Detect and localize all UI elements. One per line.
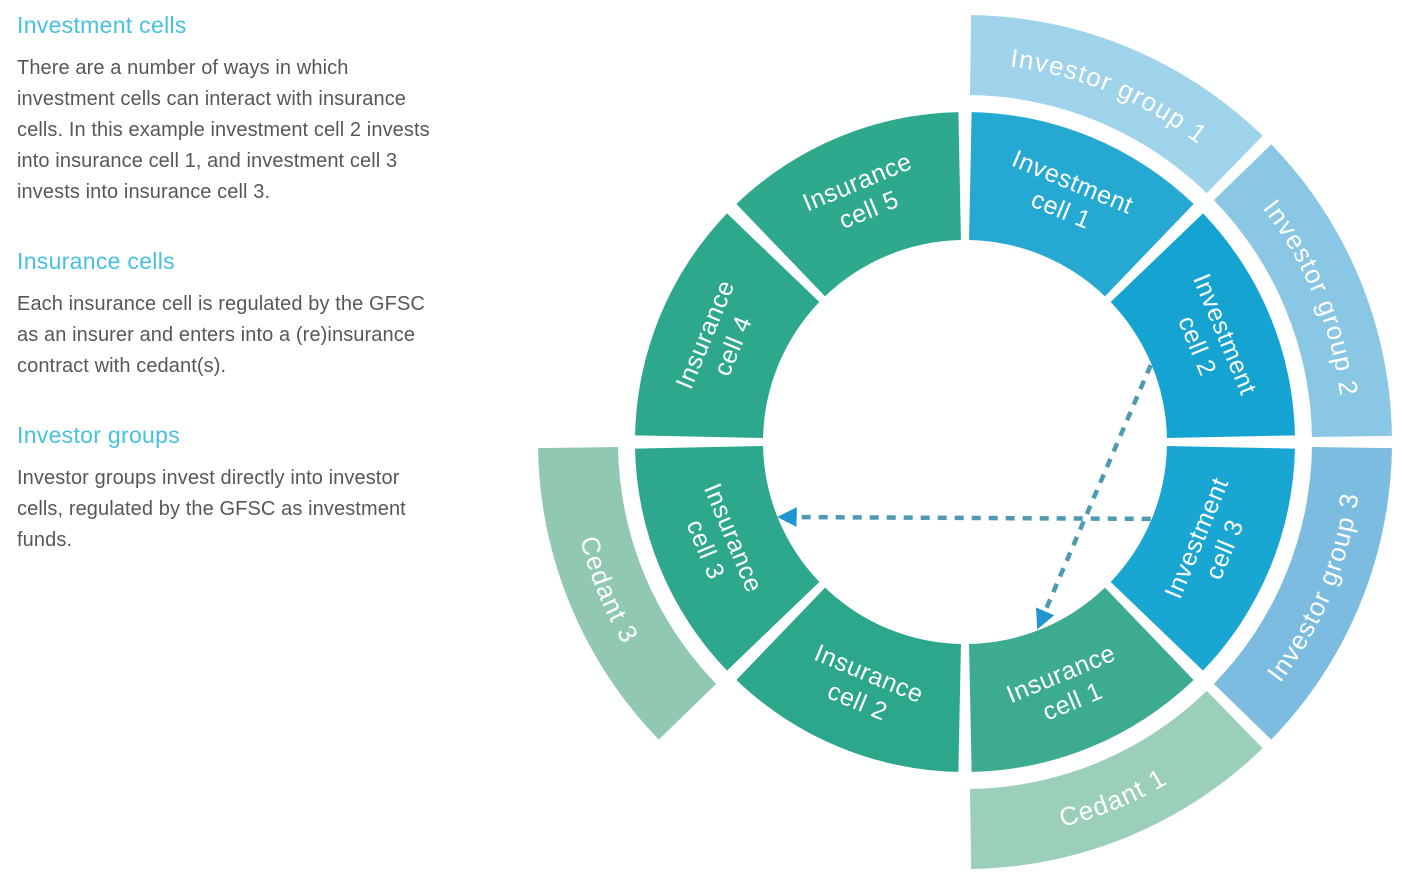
investment-cells-heading: Investment cells [17, 12, 187, 38]
section-investor-groups: Investor groups Investor groups invest d… [17, 422, 522, 556]
segment-insurance-cell-1 [969, 587, 1194, 772]
segment-cedant-1 [969, 690, 1263, 869]
segment-investment-cell-2 [1110, 213, 1295, 438]
investment-cells-description: There are a number of ways in which inve… [17, 57, 430, 203]
legend-text-column: Investment cells There are a number of w… [17, 12, 522, 596]
insurance-cells-description: Each insurance cell is regulated by the … [17, 293, 425, 377]
segment-insurance-cell-4 [635, 213, 820, 438]
section-insurance-cells: Insurance cells Each insurance cell is r… [17, 248, 522, 382]
investor-groups-heading: Investor groups [17, 422, 181, 448]
segment-investor-group-1 [969, 15, 1263, 194]
section-investment-cells: Investment cells There are a number of w… [17, 12, 522, 208]
segment-cedant-3 [538, 446, 717, 740]
segment-investment-cell-1 [969, 112, 1194, 297]
segment-investment-cell-3 [1110, 446, 1295, 671]
segment-insurance-cell-3 [635, 446, 820, 671]
segment-investor-group-2 [1213, 144, 1392, 438]
insurance-cells-heading: Insurance cells [17, 248, 175, 274]
segment-insurance-cell-5 [736, 112, 961, 297]
segment-insurance-cell-2 [736, 587, 961, 772]
investor-groups-description: Investor groups invest directly into inv… [17, 467, 406, 551]
arrow-investment-cell-3-to-insurance-cell-3 [776, 507, 1151, 527]
segment-investor-group-3 [1213, 446, 1392, 740]
arrow-investment-cell-2-to-insurance-cell-1 [1035, 364, 1153, 630]
